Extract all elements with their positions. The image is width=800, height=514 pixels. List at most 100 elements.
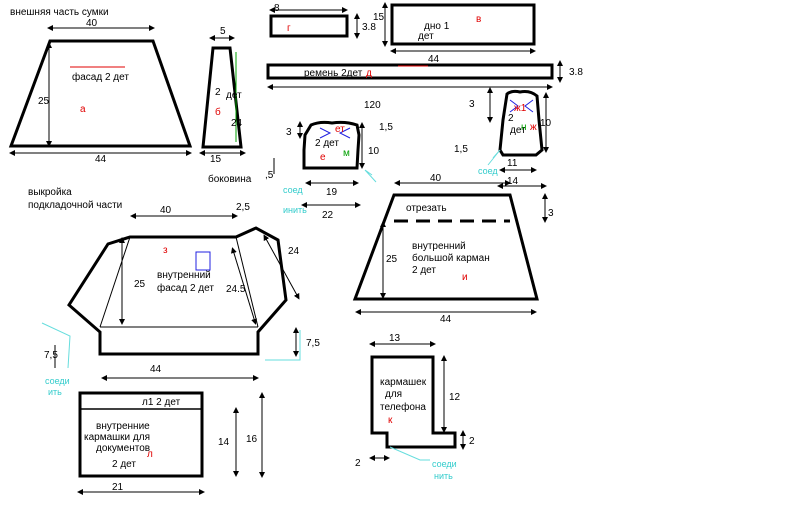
inner-facade-join-1: соеди bbox=[45, 376, 70, 386]
side-name: боковина bbox=[208, 173, 252, 185]
flap-zh-label-1: 2 bbox=[508, 113, 514, 124]
phone-pocket-label-2: для bbox=[385, 389, 402, 400]
phone-pocket-label-3: телефона bbox=[380, 401, 426, 413]
flap-e-label: 2 дет bbox=[315, 138, 339, 149]
phone-pocket-piece: 13 кармашек для телефона к 12 2 2 соеди … bbox=[355, 333, 475, 481]
doc-pocket-label-4: 2 дет bbox=[112, 459, 136, 470]
doc-pocket-h14-dim: 14 bbox=[218, 437, 230, 448]
inner-facade-diag-dim: 24.5 bbox=[226, 284, 246, 295]
flap-e-height-dim: 10 bbox=[368, 146, 380, 157]
strap-width-dim: 3.8 bbox=[569, 67, 583, 78]
inner-pocket-label-3: 2 дет bbox=[412, 265, 436, 276]
flap-zh-mark-1: ж1 bbox=[514, 103, 527, 114]
flap-e-inner-dim: 19 bbox=[326, 187, 338, 198]
inner-facade-label-2: фасад 2 дет bbox=[157, 282, 214, 294]
inner-pocket-mark: и bbox=[462, 272, 468, 283]
facade-piece: 40 25 44 фасад 2 дет а bbox=[8, 18, 193, 165]
facade-height-dim: 25 bbox=[38, 96, 50, 107]
inner-pocket-cut: отрезать bbox=[406, 203, 447, 214]
flap-zh-mark-zh: ж bbox=[530, 122, 537, 133]
flap-zh-width-dim: 14 bbox=[507, 176, 519, 187]
phone-pocket-width-dim: 13 bbox=[389, 333, 401, 344]
phone-pocket-join-1: соеди bbox=[432, 459, 457, 469]
inner-facade-mark: з bbox=[163, 245, 168, 256]
inner-pocket-height-dim: 25 bbox=[386, 254, 398, 265]
side-height-dim: 24 bbox=[231, 118, 243, 129]
phone-pocket-mark: к bbox=[388, 415, 393, 426]
doc-pocket-label-2: кармашки для bbox=[84, 432, 150, 443]
flap-e-mark-et: ет bbox=[335, 124, 345, 135]
inner-pocket-piece: 40 отрезать 3 25 внутренний большой карм… bbox=[352, 173, 554, 325]
tab-width-dim: 8 bbox=[274, 3, 280, 14]
flap-e-join-1: соед bbox=[283, 185, 303, 195]
inner-facade-piece: 40 2,5 24 25 з внутренний фасад 2 дет 24… bbox=[41, 202, 320, 397]
doc-pocket-top-label: л1 2 дет bbox=[142, 397, 181, 408]
flap-e-dim-3: 3 bbox=[286, 127, 292, 138]
flap-zh-inner-dim: 11 bbox=[507, 158, 518, 169]
inner-facade-bottom-dim: 44 bbox=[150, 364, 162, 375]
facade-label: фасад 2 дет bbox=[72, 71, 129, 83]
bottom-piece: 15 дно 1 дет в 44 bbox=[373, 1, 536, 65]
heading-lining-2: подкладочной части bbox=[28, 200, 122, 211]
inner-pocket-label-1: внутренний bbox=[412, 241, 466, 252]
side-bottom-dim: 15 bbox=[210, 154, 222, 165]
flap-e-side-dim: ,5 bbox=[265, 170, 274, 181]
flap-e-mark-e: е bbox=[320, 152, 326, 163]
facade-bottom-dim: 44 bbox=[95, 154, 107, 165]
doc-pocket-label-1: внутренние bbox=[96, 421, 150, 432]
phone-pocket-label-1: кармашек bbox=[380, 377, 427, 388]
phone-pocket-notch-r-dim: 2 bbox=[469, 436, 475, 447]
flap-e-dim-15: 1,5 bbox=[379, 122, 393, 133]
bottom-label-2: дет bbox=[418, 31, 434, 42]
side-count: 2 bbox=[215, 87, 221, 98]
facade-top-dim: 40 bbox=[86, 18, 98, 29]
tab-piece: 8 г 3.8 bbox=[269, 3, 376, 39]
tab-mark: г bbox=[287, 23, 291, 34]
inner-pocket-bottom-dim: 44 bbox=[440, 314, 452, 325]
tab-thick-dim: 3.8 bbox=[362, 22, 376, 33]
flap-zh-join: соед bbox=[478, 166, 498, 176]
doc-pocket-mark: л bbox=[147, 449, 153, 460]
strap-mark: д bbox=[366, 68, 372, 79]
inner-pocket-label-2: большой карман bbox=[412, 252, 490, 264]
flap-e-width-dim: 22 bbox=[322, 210, 334, 221]
flap-e-mark-m: м bbox=[343, 148, 350, 159]
flap-zh-height-dim: 10 bbox=[540, 118, 552, 129]
inner-facade-dim-24: 24 bbox=[288, 246, 300, 257]
phone-pocket-notch-dim: 2 bbox=[355, 458, 361, 469]
strap-piece: ремень 2дет д 3.8 120 bbox=[266, 60, 583, 111]
side-top-dim: 5 bbox=[220, 26, 226, 37]
strap-label: ремень 2дет bbox=[304, 68, 363, 79]
flap-e-join-2: инить bbox=[283, 205, 307, 215]
inner-facade-height-dim: 25 bbox=[134, 279, 146, 290]
inner-facade-join-2: ить bbox=[48, 387, 62, 397]
bottom-width-dim: 44 bbox=[428, 54, 440, 65]
flap-zh-piece: 3 ж1 2 дет н ж 10 1,5 11 14 соед bbox=[454, 87, 552, 189]
inner-facade-top-dim: 40 bbox=[160, 205, 172, 216]
strap-length-dim: 120 bbox=[364, 100, 381, 111]
flap-zh-mark-n: н bbox=[521, 122, 527, 133]
inner-facade-dim-25a: 2,5 bbox=[236, 202, 250, 213]
inner-facade-side-dim: 7,5 bbox=[44, 350, 58, 361]
inner-facade-label-1: внутренний bbox=[157, 270, 211, 281]
bottom-height-dim: 15 bbox=[373, 12, 385, 23]
inner-pocket-cut-dim: 3 bbox=[548, 208, 554, 219]
phone-pocket-height-dim: 12 bbox=[449, 392, 461, 403]
flap-e-piece: 3 ет 2 дет м е 1,5 10 ,5 19 22 соед инит… bbox=[265, 120, 393, 221]
bottom-label-1: дно 1 bbox=[424, 21, 450, 32]
inner-pocket-top-dim: 40 bbox=[430, 173, 442, 184]
flap-zh-dim-3: 3 bbox=[469, 99, 475, 110]
bottom-mark: в bbox=[476, 14, 481, 25]
doc-pocket-width-dim: 21 bbox=[112, 482, 124, 493]
phone-pocket-join-2: нить bbox=[434, 471, 453, 481]
heading-lining-1: выкройка bbox=[28, 187, 72, 198]
flap-zh-dim-15: 1,5 bbox=[454, 144, 468, 155]
side-piece: 5 2 дет б 24 15 боковина bbox=[199, 26, 252, 185]
doc-pocket-h16-dim: 16 bbox=[246, 434, 258, 445]
inner-facade-side-r-dim: 7,5 bbox=[306, 338, 320, 349]
flap-zh-label-2: дет bbox=[510, 125, 526, 136]
heading-outer: внешняя часть сумки bbox=[10, 7, 109, 18]
side-mark: б bbox=[215, 106, 221, 118]
